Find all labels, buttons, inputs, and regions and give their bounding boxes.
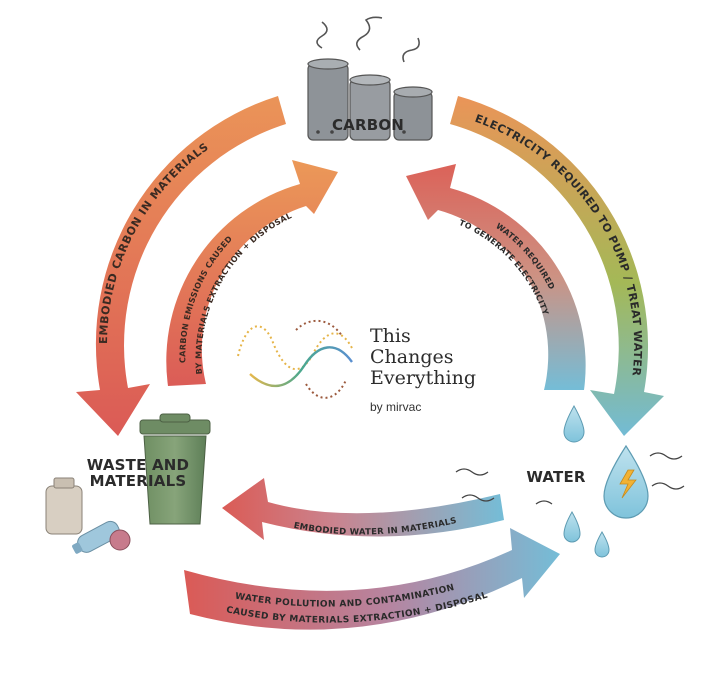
arrow-carbon-emissions: CARBON EMISSIONS CAUSED BY MATERIALS EXT…	[166, 160, 338, 386]
waste-materials-label: WASTE AND MATERIALS	[76, 456, 200, 490]
arrow-embodied-water: EMBODIED WATER IN MATERIALS	[222, 478, 504, 540]
logo-mark	[237, 320, 353, 399]
carbon-label: CARBON	[331, 116, 405, 134]
brand-line-3: Everything	[370, 367, 477, 389]
water-droplets-icon	[455, 404, 685, 558]
brand-byline: by mirvac	[370, 400, 422, 414]
waste-bin-icon	[45, 413, 211, 554]
arrow-water-pollution: WATER POLLUTION AND CONTAMINATION CAUSED…	[184, 528, 560, 630]
water-label: WATER	[526, 468, 586, 486]
factory-icon	[307, 16, 433, 141]
brand-line-1: This	[370, 325, 411, 347]
waste-label-line2: MATERIALS	[89, 471, 187, 490]
waste-label-line1: WASTE AND	[86, 456, 190, 474]
brand-line-2: Changes	[370, 346, 454, 368]
